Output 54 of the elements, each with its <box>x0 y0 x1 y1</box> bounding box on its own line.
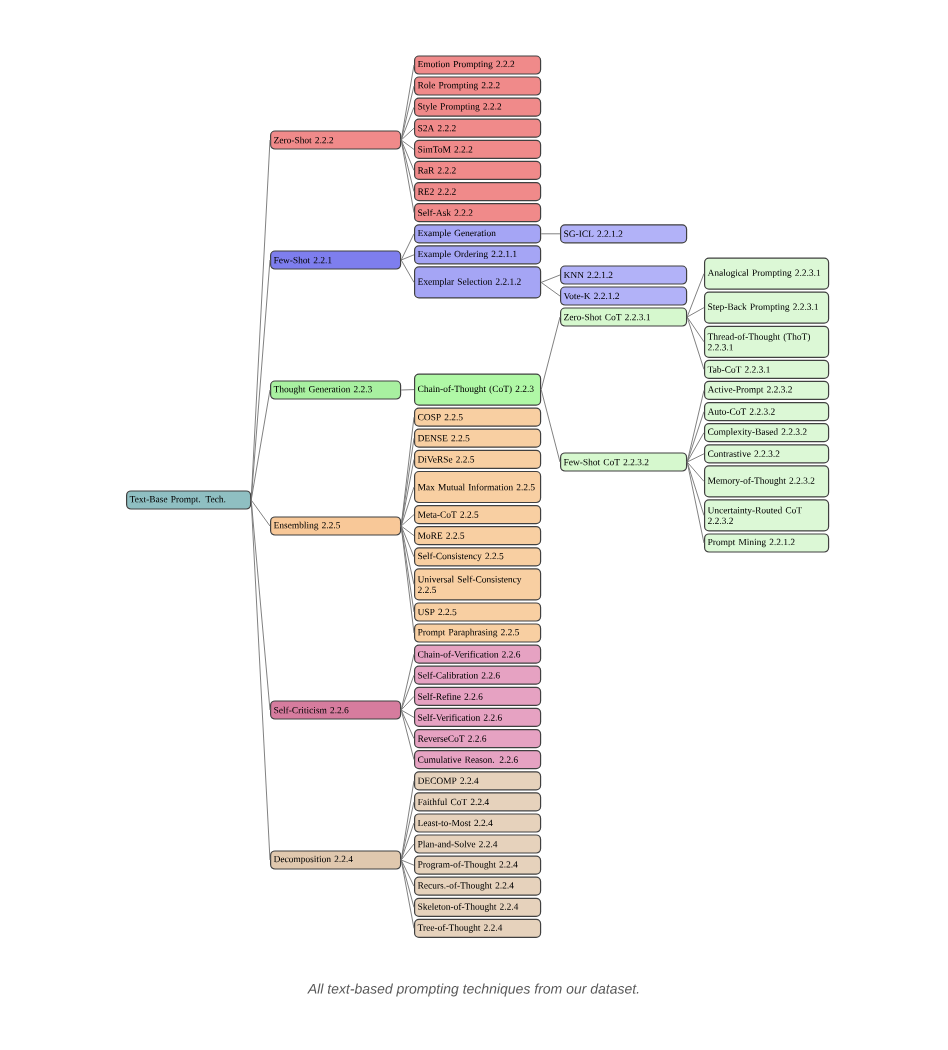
connector-line <box>400 64 415 141</box>
connector-line <box>400 709 415 740</box>
connector-line <box>400 486 415 527</box>
connector-line <box>400 525 415 613</box>
connector-line <box>686 273 705 318</box>
connector-line <box>400 780 415 861</box>
connector-line <box>400 859 415 929</box>
connector-line <box>400 822 415 861</box>
connector-line <box>400 233 415 261</box>
connector-line <box>400 709 415 718</box>
connector-line <box>400 525 415 585</box>
connector-line <box>686 461 705 544</box>
connector-line <box>400 525 415 634</box>
connector-line <box>400 525 415 537</box>
connector-line <box>400 709 415 761</box>
connector-line <box>400 437 415 527</box>
connector-line <box>400 843 415 861</box>
connector-line <box>540 389 561 463</box>
connector-line <box>540 316 561 391</box>
connector-line <box>400 458 415 527</box>
connector-line <box>400 254 415 261</box>
connector-line <box>540 233 561 235</box>
connector-line <box>686 307 705 318</box>
connector-line <box>686 316 705 343</box>
connector-line <box>400 85 415 141</box>
connector-line <box>400 139 415 171</box>
connector-line <box>250 389 271 501</box>
connector-line <box>686 432 705 463</box>
connector-line <box>400 127 415 141</box>
connector-line <box>400 106 415 141</box>
connector-line <box>400 859 415 887</box>
connector-line <box>400 259 415 283</box>
connector-line <box>400 525 415 558</box>
connector-line <box>540 281 561 297</box>
connector-line <box>540 274 561 283</box>
connector-line <box>400 674 415 711</box>
connector-line <box>400 514 415 527</box>
connector-line <box>400 859 415 908</box>
connector-line <box>686 316 705 370</box>
connector-line <box>400 859 415 866</box>
connector-line <box>400 653 415 711</box>
connector-line <box>686 453 705 463</box>
connector-line <box>400 695 415 711</box>
connector-line <box>250 499 271 861</box>
connector-line <box>686 411 705 463</box>
connector-line <box>686 461 705 516</box>
connector-line <box>686 461 705 482</box>
connector-line <box>686 389 705 463</box>
connector-line <box>400 139 415 150</box>
connector-line <box>400 389 415 391</box>
connector-line <box>400 139 415 214</box>
connector-line <box>400 801 415 861</box>
connector-line <box>400 139 415 193</box>
connector-line <box>250 499 271 527</box>
